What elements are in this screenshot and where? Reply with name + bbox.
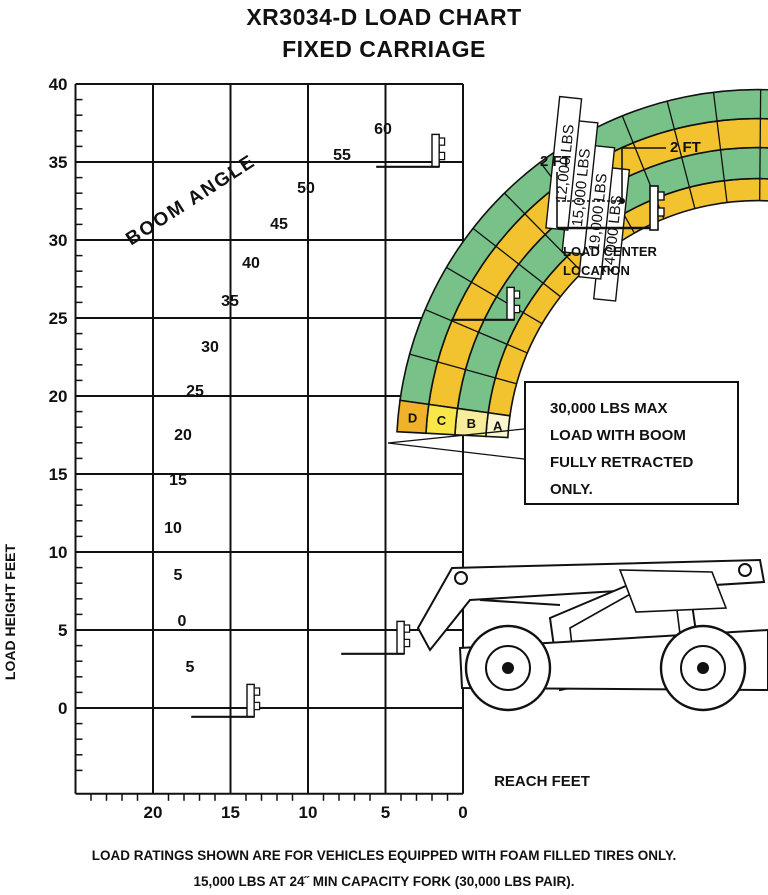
note-line-1: 30,000 LBS MAX [550,400,668,417]
boom-angle-divider [666,100,696,209]
boom-angle-divider [446,266,543,325]
boom-angle-divider [712,92,728,203]
boom-angle-value: 0 [178,613,187,630]
y-tick-label: 10 [49,543,68,562]
boom-angle-value: 60 [374,121,392,138]
boom-angle-divider [759,89,762,201]
fork-hook [438,151,446,161]
lc-label-vertical: 2 FT [540,153,571,170]
fork-icon-base [341,620,411,655]
y-tick-label: 15 [49,465,68,484]
load-center-diagram: 2 FT 2 FT [540,139,701,231]
boom-angle-value: 5 [186,659,195,676]
boom-angle-value: 5 [174,567,183,584]
x-tick-label: 5 [381,803,390,822]
rear-cylinders [618,569,728,613]
fork-hook [438,137,446,146]
x-axis-label: REACH FEET [494,773,590,790]
max-load-note: 30,000 LBS MAX LOAD WITH BOOM FULLY RETR… [524,381,739,505]
y-tick-label: 40 [49,75,68,94]
boom-angle-label: BOOM ANGLE [122,151,259,250]
boom-angle-value: 20 [174,427,192,444]
note-line-4: ONLY. [550,481,593,498]
boom-angle-value: 40 [242,255,260,272]
load-center-caption-1: LOAD CENTER [563,244,657,259]
boom-angle-value: 15 [169,472,187,489]
fork-hook [253,687,261,696]
lc-label-horizontal: 2 FT [670,139,701,156]
boom-angle-value: 30 [201,339,219,356]
zone-letter-c: C [437,413,447,428]
load-center-caption-2: LOCATION [563,263,630,278]
note-line-3: FULLY RETRACTED [550,454,694,471]
zone-letter-box-d [396,399,430,435]
boom-pivot [738,563,752,577]
boom-angle-value: 50 [297,180,315,197]
telehandler-illustration [416,558,768,712]
y-tick-label: 35 [49,153,68,172]
lc-center-point [619,198,625,204]
zone-letter-a: A [493,419,503,434]
boom-angle-divider [409,353,517,385]
fork-hook [403,624,411,633]
fork-hook [403,638,411,648]
boom-angle-value: 10 [164,520,182,537]
boom-pivot [454,571,468,585]
boom-angle-value: 25 [186,383,204,400]
fork-icon-right [451,286,521,321]
x-tick-label: 0 [458,803,467,822]
y-tick-label: 0 [58,699,67,718]
x-tick-label: 20 [144,803,163,822]
note-pointer-line [387,442,525,460]
fork-carriage [431,133,440,168]
note-line-2: LOAD WITH BOOM [550,427,686,444]
wheel-axle [697,662,709,674]
capacity-label-c: 15,000 LBS [561,119,599,255]
boom-angle-divider [472,227,561,298]
boom-angle-divider [504,192,583,273]
y-tick-label: 25 [49,309,68,328]
fork-hook [253,701,261,711]
y-axis-label: LOAD HEIGHT FEET [2,544,18,681]
y-tick-label: 20 [49,387,68,406]
chart-title: XR3034-D LOAD CHART [246,4,522,30]
axis-labels: LOAD HEIGHT FEET REACH FEET [2,544,590,790]
capacity-label-box [545,95,583,231]
fork-icon-top [376,133,446,168]
wheel-axle [502,662,514,674]
note-pointer-line [387,428,525,444]
boom-angle-value: 35 [221,293,239,310]
fork-carriage [506,286,515,321]
fork-carriage [246,683,255,718]
boom-angle-divider [424,308,528,354]
fork-icon-bottom [191,683,261,718]
boom-angle-value: 45 [270,216,288,233]
boom-cylinder [479,599,561,606]
x-tick-label: 15 [221,803,240,822]
fork-carriage [396,620,405,655]
y-tick-label: 5 [58,621,67,640]
x-tick-label: 10 [299,803,318,822]
footer-note-2: 15,000 LBS AT 24˝ MIN CAPACITY FORK (30,… [193,874,575,889]
fork-hook [513,290,521,299]
chart-subtitle: FIXED CARRIAGE [282,36,486,62]
fork-icons [191,133,525,718]
zone-letter-d: D [408,410,417,425]
boom-angle-value: 55 [333,147,351,164]
footer-note-1: LOAD RATINGS SHOWN ARE FOR VEHICLES EQUI… [91,848,677,863]
lc-carriage [649,185,659,231]
zone-letter-b: B [467,416,476,431]
lc-hook [657,191,665,201]
fork-hook [513,304,521,314]
y-tick-label: 30 [49,231,68,250]
lc-hook [657,207,665,217]
